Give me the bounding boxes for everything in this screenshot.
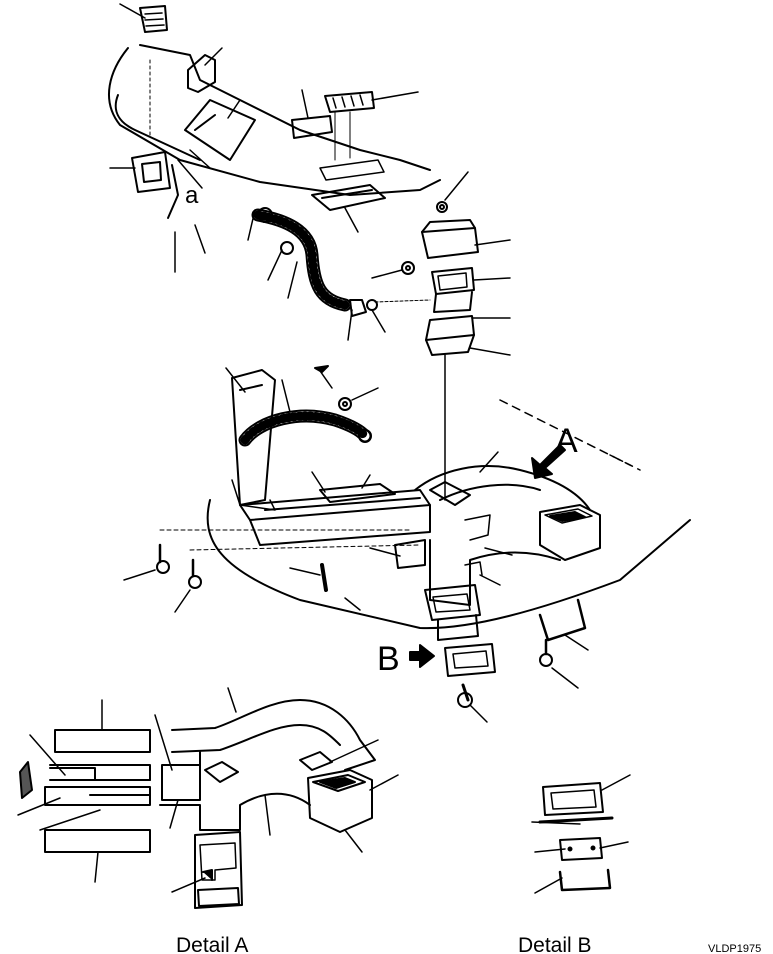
floor-panel [206,399,691,630]
drawing-code: VLDP1975 [708,943,761,954]
bracket-right [538,598,587,667]
detail-a-drawing [19,699,376,909]
mark-a-label: a [185,182,199,209]
flex-hose-lower [238,409,372,447]
bolt-center [457,683,473,708]
flex-hose-upper [251,207,378,317]
detail-b-caption: Detail B [518,934,592,954]
upper-duct-assembly [107,5,441,219]
detail-b-drawing [538,782,614,892]
detail-a-caption: Detail A [176,934,248,954]
view-a-label: A [555,422,578,460]
view-a-arrow [531,444,566,479]
main-lower-duct [156,369,601,641]
outlet-assembly [374,201,479,501]
view-b-arrow [409,643,496,677]
view-b-label: B [377,640,400,678]
